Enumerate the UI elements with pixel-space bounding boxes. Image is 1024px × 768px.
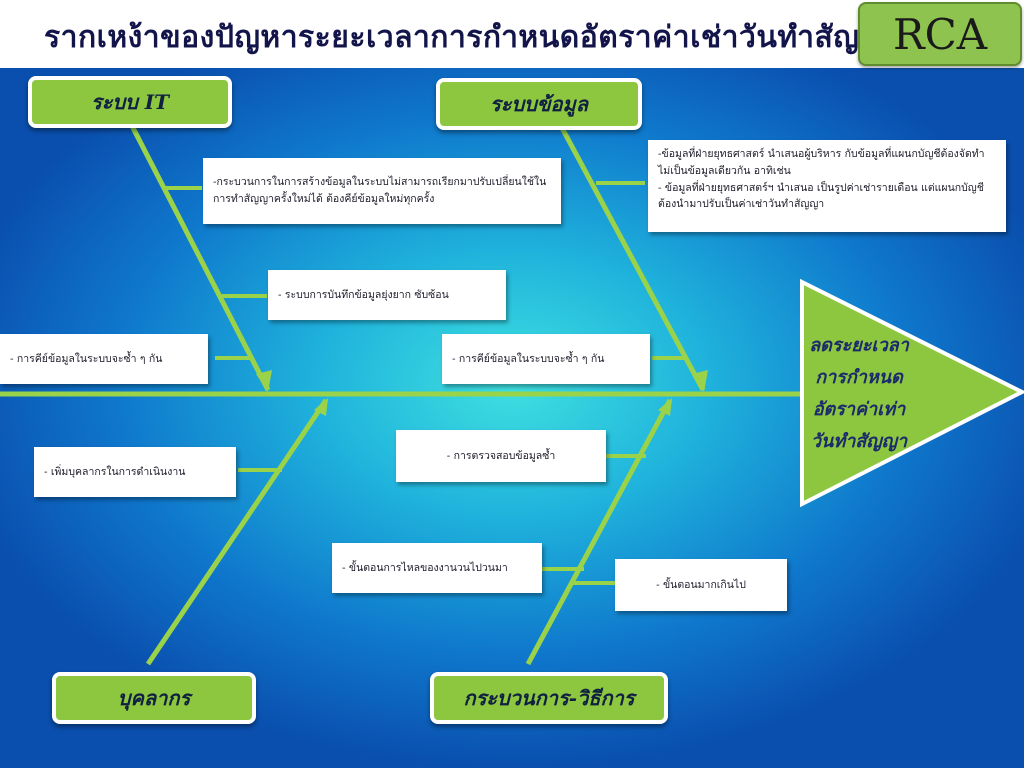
- category-it: ระบบ IT: [28, 76, 232, 128]
- cause-data-1: -ข้อมูลที่ฝ่ายยุทธศาสตร์ นำเสนอผู้บริหาร…: [648, 140, 1006, 232]
- arrowhead-it: [256, 370, 272, 392]
- cause-process-3: - ขั้นตอนมากเกินไป: [615, 559, 787, 611]
- category-people: บุคลากร: [52, 672, 256, 724]
- page-title: รากเหง้าของปัญหาระยะเวลาการกำหนดอัตราค่า…: [44, 20, 903, 55]
- cause-it-3: - การคีย์ข้อมูลในระบบจะซ้ำ ๆ กัน: [0, 334, 208, 384]
- bone-it: [127, 120, 271, 392]
- effect-head-shape: [800, 278, 1024, 508]
- effect-line-2: การกำหนด: [815, 367, 903, 388]
- bone-people: [145, 398, 329, 666]
- cause-people-1: - เพิ่มบุคลากรในการดำเนินงาน: [34, 447, 236, 497]
- cause-process-1: - การตรวจสอบข้อมูลซ้ำ: [396, 430, 606, 482]
- rca-badge: RCA: [858, 2, 1022, 66]
- cause-it-2: - ระบบการบันทึกข้อมูลยุ่งยาก ซับซ้อน: [268, 270, 506, 320]
- title-bar: [0, 0, 1024, 68]
- cause-it-1: -กระบวนการในการสร้างข้อมูลในระบบไม่สามาร…: [203, 158, 561, 224]
- cause-process-2: - ขั้นตอนการไหลของงานวนไปวนมา: [332, 543, 542, 593]
- arrowhead-data: [692, 370, 708, 392]
- category-process: กระบวนการ-วิธีการ: [430, 672, 668, 724]
- effect-line-3: อัตราค่าเท่า: [812, 399, 906, 420]
- arrowhead-people: [314, 398, 328, 416]
- cause-data-1b: - ข้อมูลที่ฝ่ายยุทธศาสตร์ฯ นำเสนอ เป็นรู…: [658, 181, 984, 211]
- cause-data-2: - การคีย์ข้อมูลในระบบจะซ้ำ ๆ กัน: [442, 334, 650, 384]
- category-data: ระบบข้อมูล: [436, 78, 642, 130]
- bone-data: [559, 126, 706, 392]
- effect-line-1: ลดระยะเวลา: [809, 335, 909, 356]
- effect-label: ลดระยะเวลา การกำหนด อัตราค่าเท่า วันทำสั…: [804, 330, 914, 458]
- effect-line-4: วันทำสัญญา: [810, 431, 908, 452]
- arrowhead-process: [658, 398, 672, 416]
- cause-data-1a: -ข้อมูลที่ฝ่ายยุทธศาสตร์ นำเสนอผู้บริหาร…: [658, 148, 985, 177]
- bone-process: [525, 398, 673, 666]
